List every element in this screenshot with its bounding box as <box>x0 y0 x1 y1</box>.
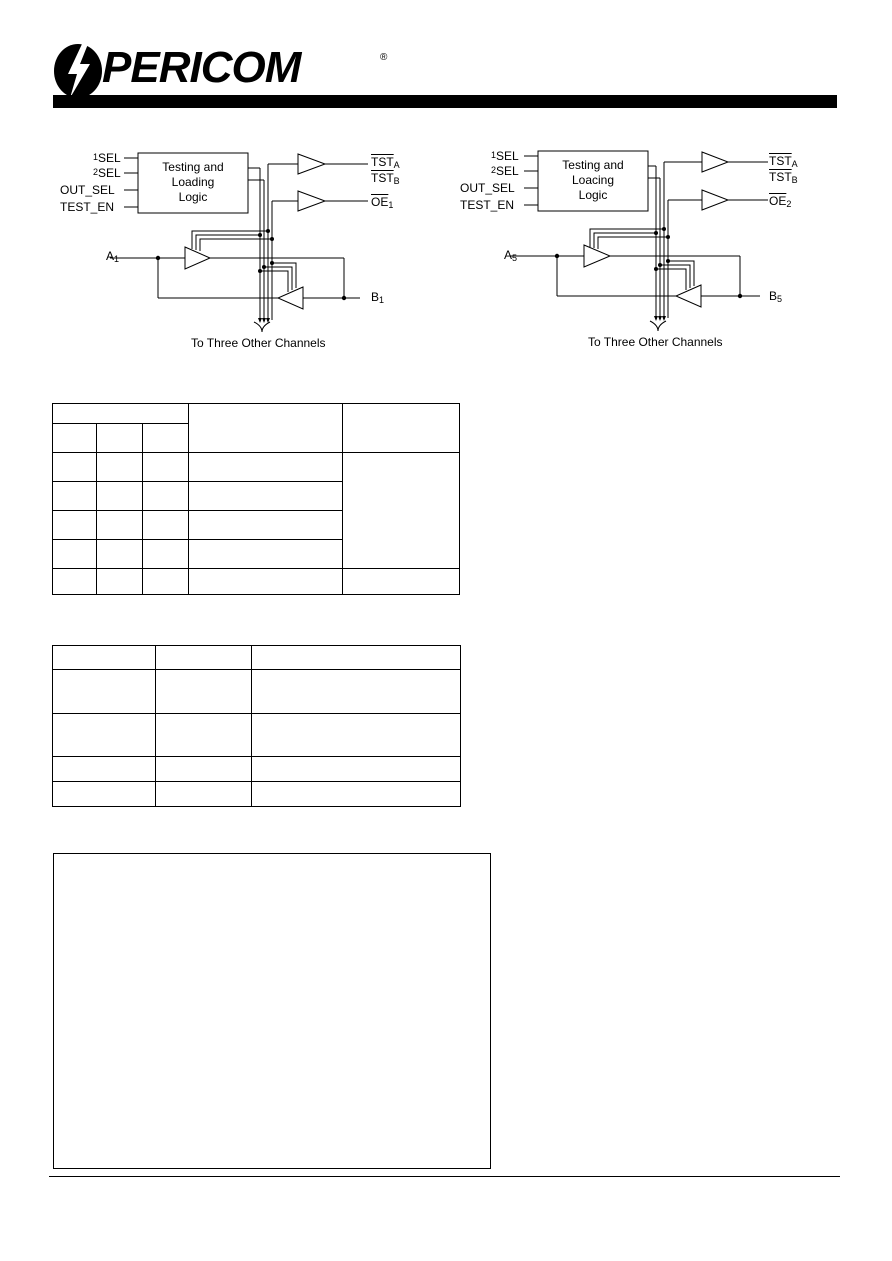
table2-cell <box>250 713 461 757</box>
table1-cell <box>187 481 344 511</box>
table1-cell <box>187 510 344 540</box>
b-port-label: B5 <box>769 289 783 305</box>
sel2-label: 2SEL <box>491 164 519 178</box>
table2-header <box>52 645 156 670</box>
other-channels-label: To Three Other Channels <box>588 335 723 349</box>
tst-b-label: TSTB <box>371 171 400 187</box>
other-channels-label: To Three Other Channels <box>191 336 326 350</box>
table1-cell <box>52 568 97 595</box>
table1-cell <box>187 452 344 482</box>
table2-cell <box>52 713 156 757</box>
table2-cell <box>52 669 156 714</box>
table1-cell <box>187 539 344 569</box>
table2-cell <box>154 756 252 782</box>
table1-cell <box>52 452 97 482</box>
table1-cell <box>95 452 143 482</box>
table1-subheader <box>141 423 189 453</box>
table1-cell <box>342 568 460 595</box>
table1-cell <box>95 539 143 569</box>
table1-header-col5 <box>342 403 460 453</box>
b-port-label: B1 <box>371 290 385 306</box>
header-rule <box>53 95 837 108</box>
sel1-label: 1SEL <box>93 151 121 165</box>
table1-subheader <box>95 423 143 453</box>
table1-header-group <box>52 403 189 424</box>
table1-cell <box>95 568 143 595</box>
table2-header <box>250 645 461 670</box>
table2-cell <box>250 781 461 807</box>
table2-cell <box>154 713 252 757</box>
truth-table-grid <box>52 403 460 595</box>
diagram-1-lines <box>110 152 368 333</box>
note-box <box>53 853 491 1169</box>
table2-cell <box>154 669 252 714</box>
table1-cell <box>52 481 97 511</box>
table2-header <box>154 645 252 670</box>
table1-subheader <box>52 423 97 453</box>
table2-cell <box>52 781 156 807</box>
sel2-label: 2SEL <box>93 166 121 180</box>
tst-b-label: TSTB <box>769 170 798 186</box>
table2-cell <box>250 669 461 714</box>
tst-a-label: TSTA <box>371 155 400 171</box>
table1-merged-cell <box>342 452 460 569</box>
a-port-label: A1 <box>106 249 120 265</box>
pericom-logo <box>54 44 102 98</box>
table1-cell <box>141 510 189 540</box>
pin-table-grid <box>52 645 461 807</box>
registered-mark: ® <box>380 52 388 63</box>
diagram-2-lines <box>510 150 768 332</box>
test-en-label: TEST_EN <box>60 200 115 214</box>
table1-cell <box>141 568 189 595</box>
a-port-label: A5 <box>504 248 518 264</box>
table1-cell <box>187 568 344 595</box>
table2-cell <box>52 756 156 782</box>
oe-label: OE2 <box>769 194 792 210</box>
table1-cell <box>52 510 97 540</box>
out-sel-label: OUT_SEL <box>460 181 515 195</box>
test-en-label: TEST_EN <box>460 198 515 212</box>
table1-cell <box>141 481 189 511</box>
oe-label: OE1 <box>371 195 394 211</box>
sel1-label: 1SEL <box>491 149 519 163</box>
table2-cell <box>154 781 252 807</box>
table1-cell <box>95 481 143 511</box>
table1-cell <box>141 539 189 569</box>
brand-name: PERICOM <box>102 43 301 92</box>
tst-a-label: TSTA <box>769 154 798 170</box>
out-sel-label: OUT_SEL <box>60 183 115 197</box>
table1-header-col4 <box>187 403 344 453</box>
table1-cell <box>52 539 97 569</box>
table1-cell <box>141 452 189 482</box>
table1-cell <box>95 510 143 540</box>
table2-cell <box>250 756 461 782</box>
footer-rule <box>49 1176 840 1177</box>
